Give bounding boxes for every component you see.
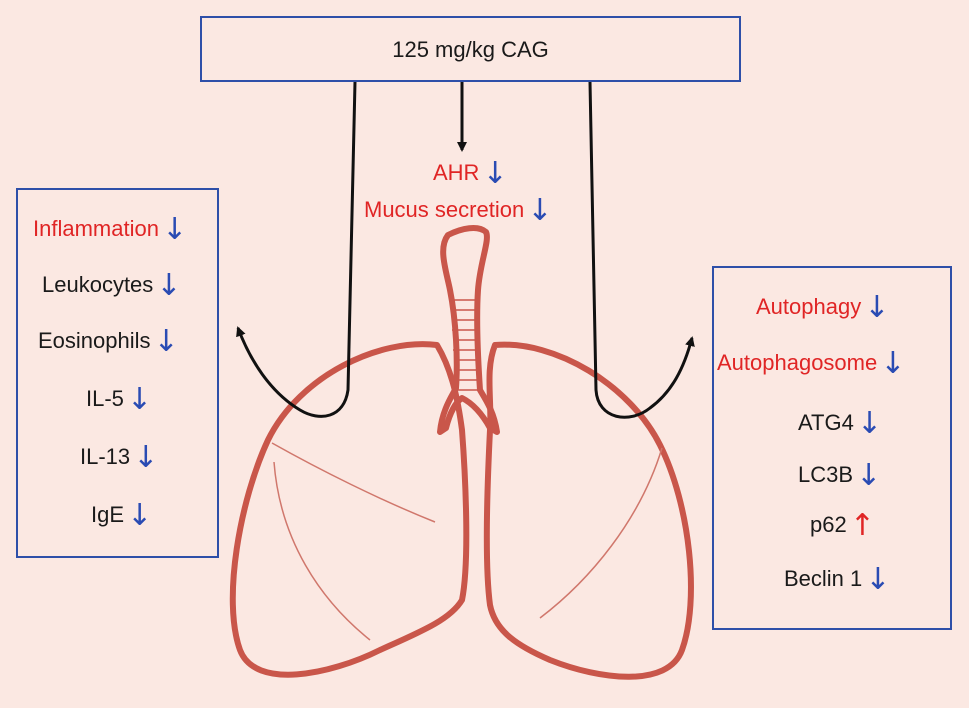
right-item-autophagosome: Autophagosome↓ <box>717 346 906 381</box>
down-arrow-icon: ↓ <box>153 324 179 359</box>
right-panel: Autophagy↓ Autophagosome↓ ATG4↓ LC3B↓ p6… <box>712 266 952 630</box>
treatment-label: 125 mg/kg CAG <box>392 37 549 62</box>
right-item-beclin1: Beclin 1↓ <box>784 562 891 597</box>
treatment-box: 125 mg/kg CAG <box>200 16 741 82</box>
left-item-ige: IgE↓ <box>91 498 153 533</box>
left-item-leukocytes: Leukocytes↓ <box>42 268 182 303</box>
down-arrow-icon: ↓ <box>133 440 159 475</box>
down-arrow-icon: ↓ <box>127 498 153 533</box>
right-item-p62: p62↑ <box>810 508 875 543</box>
left-connector <box>236 81 357 418</box>
left-lung <box>229 341 470 678</box>
right-lung <box>483 341 694 680</box>
down-arrow-icon: ↓ <box>880 346 906 381</box>
up-arrow-icon: ↑ <box>849 508 875 543</box>
right-item-atg4: ATG4↓ <box>798 406 882 441</box>
left-item-il5: IL-5↓ <box>86 382 153 417</box>
down-arrow-icon: ↓ <box>527 193 553 228</box>
right-connector <box>588 81 695 419</box>
center-effect-ahr: AHR↓ <box>433 156 508 191</box>
left-panel: Inflammation↓ Leukocytes↓ Eosinophils↓ I… <box>16 188 219 558</box>
down-arrow-icon: ↓ <box>865 562 891 597</box>
down-arrow-icon: ↓ <box>156 268 182 303</box>
trachea <box>437 225 500 435</box>
down-arrow-icon: ↓ <box>161 212 188 247</box>
left-item-il13: IL-13↓ <box>80 440 159 475</box>
down-arrow-icon: ↓ <box>856 406 882 441</box>
down-arrow-icon: ↓ <box>126 382 153 417</box>
down-arrow-icon: ↓ <box>864 290 890 325</box>
down-arrow-icon: ↓ <box>482 156 508 191</box>
down-arrow-icon: ↓ <box>856 458 882 493</box>
right-item-lc3b: LC3B↓ <box>798 458 882 493</box>
right-item-autophagy: Autophagy↓ <box>756 290 890 325</box>
center-effect-mucus: Mucus secretion↓ <box>364 193 553 228</box>
left-item-inflammation: Inflammation↓ <box>33 212 188 247</box>
left-item-eosinophils: Eosinophils↓ <box>38 324 179 359</box>
